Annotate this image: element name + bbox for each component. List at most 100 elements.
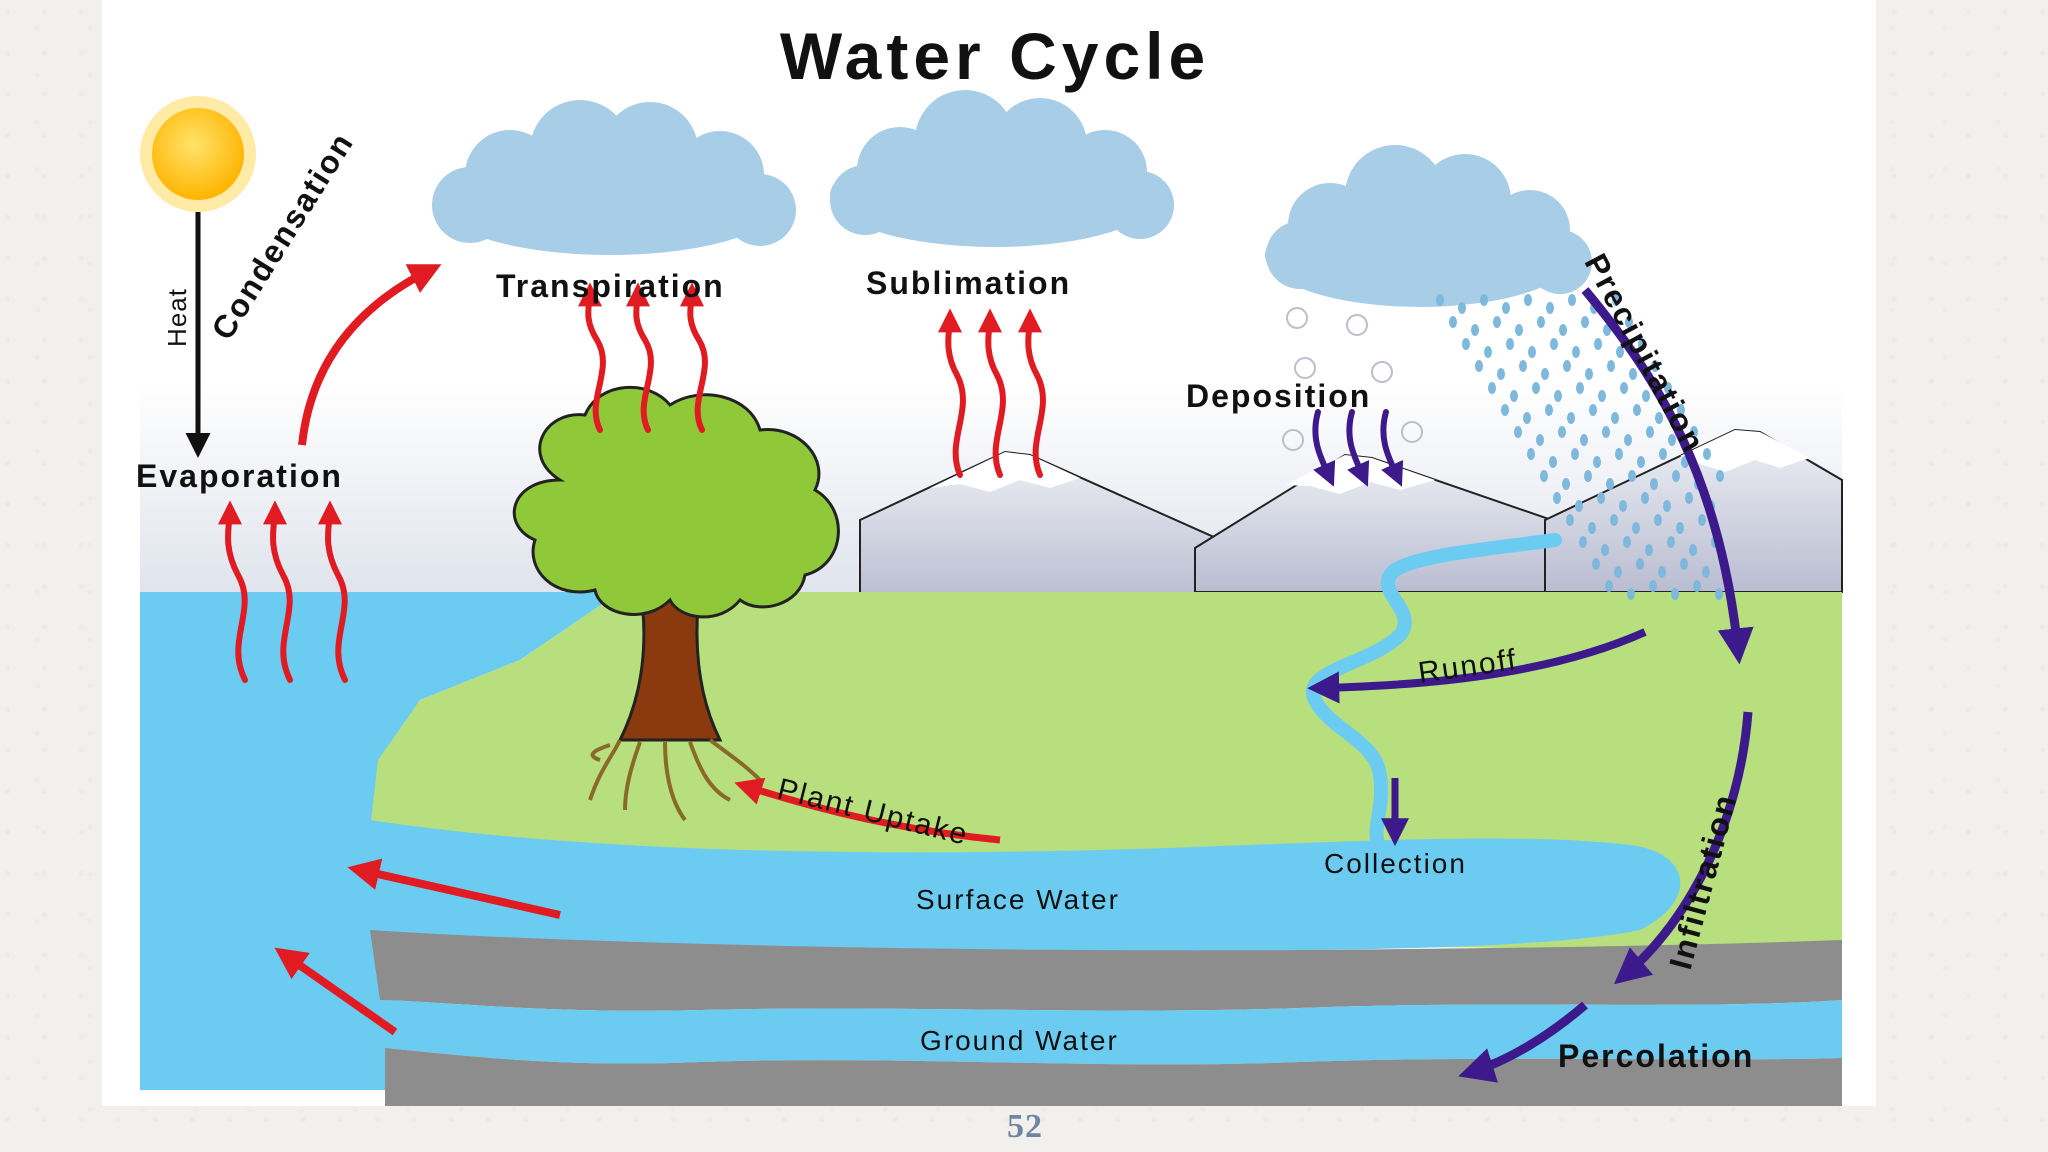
groundwater-return-arrow [274, 947, 398, 1036]
rain-drop [1493, 316, 1501, 328]
rain-drop [1716, 470, 1724, 482]
rain-drop [1612, 294, 1620, 306]
rain-drop [1571, 448, 1579, 460]
rain-drop [1620, 382, 1628, 394]
rain-drop [1702, 566, 1710, 578]
rain-drop [1605, 580, 1613, 592]
rain-drop [1664, 382, 1672, 394]
rain-drop [1515, 324, 1523, 336]
deposition-arrows [1312, 409, 1404, 487]
snowflake-icons [1282, 307, 1423, 451]
rain-drop [1611, 412, 1619, 424]
rain-drop [1633, 404, 1641, 416]
surface-return-arrow [347, 858, 561, 919]
rain-drop [1663, 500, 1671, 512]
rain-drop [1655, 412, 1663, 424]
rain-drop [1550, 338, 1558, 350]
deposition-label: Deposition [1186, 378, 1372, 414]
rain-drop [1488, 382, 1496, 394]
rain-drop [1592, 558, 1600, 570]
rain-drop [1628, 470, 1636, 482]
rain-drop [1527, 448, 1535, 460]
rain-drop [1506, 338, 1514, 350]
rain-drop [1689, 544, 1697, 556]
sublimation-label: Sublimation [866, 265, 1072, 301]
rain-drop [1567, 412, 1575, 424]
rain-drop [1537, 316, 1545, 328]
rain-drop [1638, 338, 1646, 350]
rain-drop [1593, 456, 1601, 468]
rain-drop [1693, 580, 1701, 592]
rain-drop [1519, 360, 1527, 372]
tree-icon [512, 385, 840, 822]
rain-drop [1690, 426, 1698, 438]
rain-drop [1480, 294, 1488, 306]
rain-drop [1575, 500, 1583, 512]
sun-icon [140, 96, 256, 212]
rain-drop [1585, 368, 1593, 380]
rain-drop [1715, 588, 1723, 600]
transpiration-arrows [577, 282, 708, 433]
rain-drop [1559, 324, 1567, 336]
rain-drop [1584, 470, 1592, 482]
diagram-title: Water Cycle [779, 19, 1211, 93]
rain-drop [1625, 316, 1633, 328]
rain-drop [1563, 360, 1571, 372]
rain-drop [1566, 514, 1574, 526]
rock-layer-upper [370, 930, 1842, 1011]
rain-drop [1523, 412, 1531, 424]
surface-water-label: Surface Water [916, 884, 1120, 915]
rain-drop [1624, 434, 1632, 446]
mountains [859, 428, 1843, 601]
ground-water-band [380, 1000, 1842, 1065]
rain-drop [1594, 338, 1602, 350]
percolation-label: Percolation [1558, 1038, 1755, 1074]
rain-drop [1642, 390, 1650, 402]
sublimation-cloud [830, 90, 1174, 247]
rain-drop [1677, 404, 1685, 416]
evaporation-arrows [217, 500, 348, 683]
heat-label: Heat [161, 288, 192, 347]
rain-drop [1676, 522, 1684, 534]
rain-drop [1562, 478, 1570, 490]
rain-drop [1698, 514, 1706, 526]
rain-drop [1615, 448, 1623, 460]
rain-drop [1580, 434, 1588, 446]
condensation-arrow [298, 264, 442, 446]
percolation-arrow [1458, 1001, 1588, 1083]
rain-drop [1462, 338, 1470, 350]
rain-drop [1685, 492, 1693, 504]
rain-drops [1436, 294, 1724, 600]
ocean [140, 592, 620, 1090]
rain-drop [1549, 456, 1557, 468]
rain-drop [1589, 404, 1597, 416]
rain-drop [1475, 360, 1483, 372]
rain-drop [1658, 566, 1666, 578]
rain-drop [1471, 324, 1479, 336]
rain-drop [1629, 368, 1637, 380]
rain-drop [1579, 536, 1587, 548]
rain-drop [1623, 536, 1631, 548]
surface-water-band [370, 820, 1681, 951]
rain-drop [1576, 382, 1584, 394]
evaporation-label: Evaporation [136, 458, 343, 494]
rain-drop [1645, 544, 1653, 556]
rain-drop [1536, 434, 1544, 446]
rain-drop [1614, 566, 1622, 578]
rain-drop [1554, 390, 1562, 402]
rain-drop [1610, 514, 1618, 526]
rain-drop [1667, 536, 1675, 548]
rain-drop [1646, 426, 1654, 438]
rain-drop [1703, 448, 1711, 460]
sublimation-arrows [937, 308, 1046, 478]
collection-label: Collection [1324, 848, 1467, 879]
river [1306, 533, 1562, 857]
rain-drop [1601, 544, 1609, 556]
rain-drop [1650, 478, 1658, 490]
rain-drop [1514, 426, 1522, 438]
page-number: 52 [1007, 1108, 1043, 1145]
rain-drop [1532, 382, 1540, 394]
rain-drop [1436, 294, 1444, 306]
rain-drop [1545, 404, 1553, 416]
